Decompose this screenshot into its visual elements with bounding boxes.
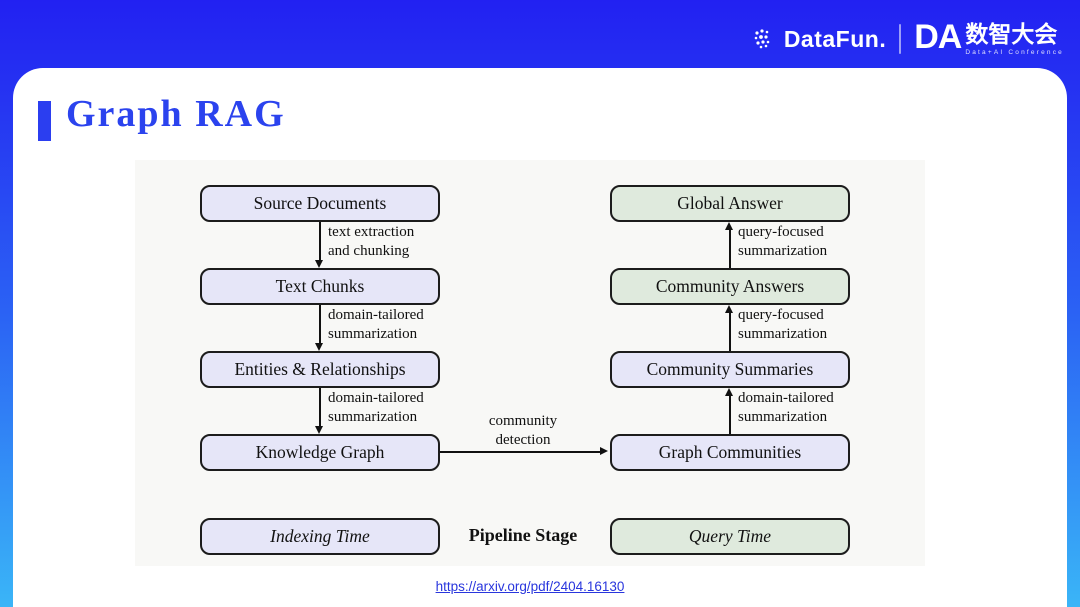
edge-label-line: domain-tailored <box>738 390 834 406</box>
conference-name-cn: 数智大会 <box>965 21 1058 47</box>
arrow-right-bridge-head <box>600 447 608 455</box>
node-label: Indexing Time <box>270 526 370 546</box>
node-label: Knowledge Graph <box>255 442 385 462</box>
arrow-down-2-head <box>315 343 323 351</box>
arrow-up-1-head <box>725 222 733 230</box>
node-indexing-time: Indexing Time <box>200 518 440 555</box>
page-title: Graph RAG <box>66 93 286 135</box>
graphrag-figure: Source Documents Text Chunks Entities & … <box>135 160 925 566</box>
slide-card: Graph RAG Source Documents Text Chunks E… <box>13 68 1067 607</box>
arrow-down-1 <box>319 222 321 261</box>
node-label: Graph Communities <box>658 442 802 462</box>
node-global-answer: Global Answer <box>610 185 850 222</box>
edge-label-line: text extraction <box>328 224 415 240</box>
node-community-summaries: Community Summaries <box>610 351 850 388</box>
node-source-documents: Source Documents <box>200 185 440 222</box>
node-knowledge-graph: Knowledge Graph <box>200 434 440 471</box>
arrow-down-3-head <box>315 426 323 434</box>
arrow-up-2-head <box>725 305 733 313</box>
node-label: Source Documents <box>253 193 387 213</box>
node-label: Global Answer <box>677 193 783 213</box>
edge-label-line: query-focused <box>738 224 824 240</box>
edge-label-domain-tailored-2: domain-tailored summarization <box>328 389 424 427</box>
node-label: Community Answers <box>655 276 805 296</box>
node-label: Entities & Relationships <box>234 359 406 379</box>
node-label: Query Time <box>688 526 772 546</box>
datafun-dots-icon <box>754 29 770 49</box>
edge-label-line: summarization <box>328 326 418 342</box>
title-accent-bar <box>38 101 51 141</box>
edge-label-domain-tailored-1: domain-tailored summarization <box>328 306 424 344</box>
edge-label-line: domain-tailored <box>328 307 424 323</box>
edge-label-line: domain-tailored <box>328 390 424 406</box>
conference-logo: DA 数智大会 Data+AI Conference <box>914 18 1064 56</box>
node-label: Community Summaries <box>646 359 814 379</box>
node-label: Text Chunks <box>275 276 365 296</box>
node-graph-communities: Graph Communities <box>610 434 850 471</box>
arrow-up-1 <box>729 230 731 268</box>
arrow-right-bridge <box>440 451 601 453</box>
edge-label-query-focused-1: query-focused summarization <box>738 223 827 261</box>
edge-label-line: query-focused <box>738 307 824 323</box>
edge-label-domain-tailored-3: domain-tailored summarization <box>738 389 834 427</box>
node-text-chunks: Text Chunks <box>200 268 440 305</box>
source-link-row: https://arxiv.org/pdf/2404.16130 <box>135 578 925 596</box>
arrow-down-1-head <box>315 260 323 268</box>
da-logo-text: DA <box>914 18 962 56</box>
arrow-down-3 <box>319 388 321 427</box>
edge-label-community-detection: community detection <box>463 412 583 450</box>
edge-label-line: summarization <box>738 326 828 342</box>
datafun-logo-text: DataFun. <box>783 25 887 52</box>
datafun-logo: DataFun. <box>752 26 886 53</box>
edge-label-line: community <box>488 413 558 429</box>
header-brand: DataFun. DA 数智大会 Data+AI Conference <box>752 18 1064 56</box>
arrow-up-3-head <box>725 388 733 396</box>
arrow-down-2 <box>319 305 321 344</box>
edge-label-line: summarization <box>738 243 828 259</box>
edge-label-line: and chunking <box>328 243 410 259</box>
conference-name-en: Data+AI Conference <box>965 49 1064 56</box>
node-community-answers: Community Answers <box>610 268 850 305</box>
brand-divider <box>899 24 902 54</box>
arrow-up-2 <box>729 313 731 351</box>
edge-label-line: detection <box>495 432 551 448</box>
node-query-time: Query Time <box>610 518 850 555</box>
edge-label-line: summarization <box>738 409 828 425</box>
node-entities-relationships: Entities & Relationships <box>200 351 440 388</box>
arrow-up-3 <box>729 396 731 434</box>
edge-label-query-focused-2: query-focused summarization <box>738 306 827 344</box>
pipeline-stage-label: Pipeline Stage <box>468 525 578 545</box>
edge-label-line: summarization <box>328 409 418 425</box>
arxiv-link[interactable]: https://arxiv.org/pdf/2404.16130 <box>435 579 625 594</box>
edge-label-text-extraction: text extraction and chunking <box>328 223 414 261</box>
